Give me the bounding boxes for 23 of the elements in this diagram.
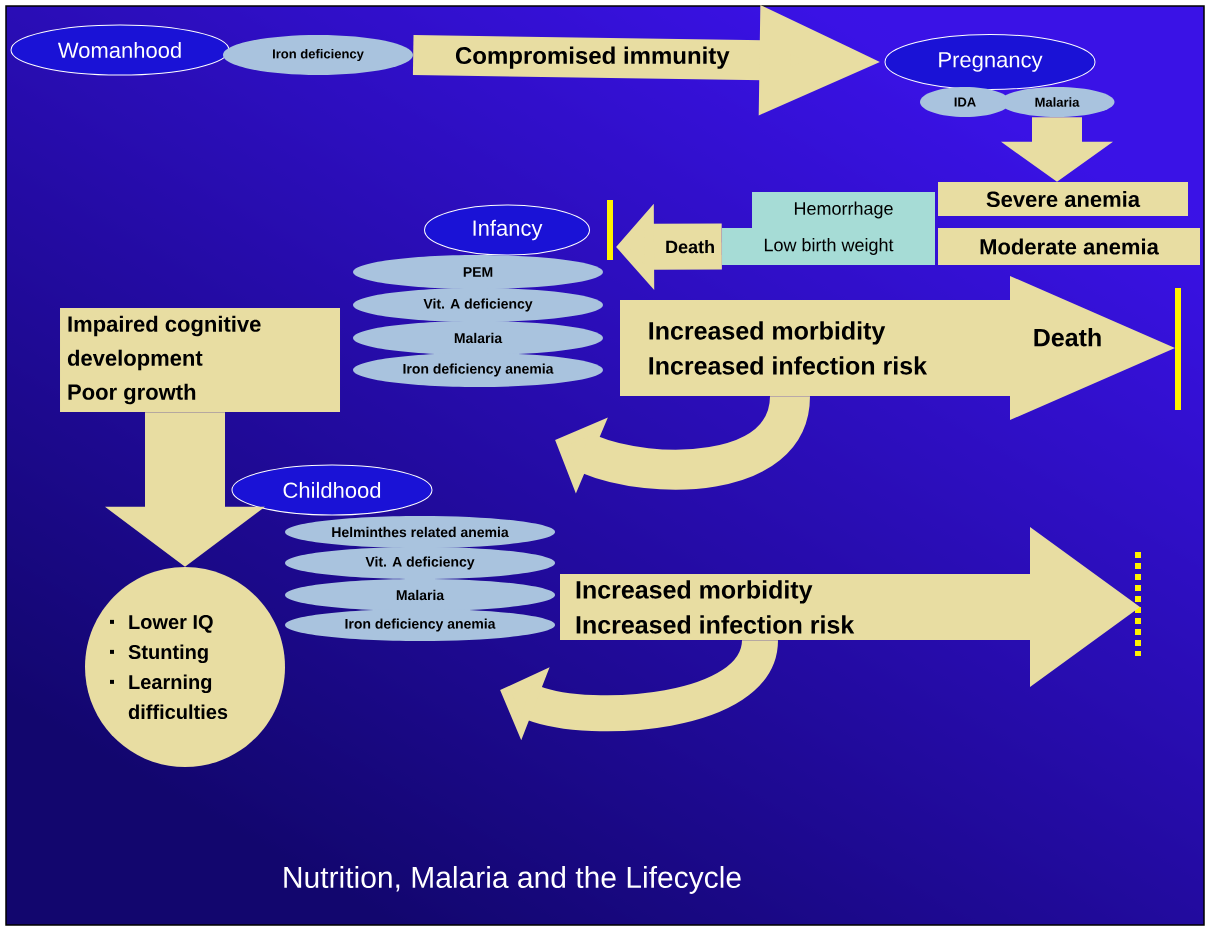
outcome-box: Moderate anemia: [938, 228, 1200, 265]
edge-label: Compromised immunity: [455, 46, 730, 69]
condition-cloud: Iron deficiency: [223, 35, 413, 75]
condition-cloud: PEM: [353, 255, 603, 289]
condition-cloud: Vit. A deficiency: [353, 288, 603, 322]
condition-cloud: Iron deficiency anemia: [353, 353, 603, 387]
outcome-box: Impaired cognitive development Poor growth: [60, 308, 340, 412]
node-label: Hemorrhage: [794, 201, 893, 219]
condition-cloud: Malaria: [353, 321, 603, 355]
outcome-box: Severe anemia: [938, 182, 1188, 216]
condition-cloud: Malaria: [285, 579, 555, 611]
block-arrow-connector: [1001, 117, 1113, 182]
outcome-box: Low birth weight: [722, 228, 935, 265]
condition-cloud: IDA: [920, 87, 1010, 117]
condition-cloud: Malaria: [999, 87, 1115, 117]
condition-cloud: Helminthes related anemia: [285, 516, 555, 548]
condition-cloud: Iron deficiency anemia: [285, 609, 555, 641]
condition-cloud: Vit. A deficiency: [285, 547, 555, 579]
block-arrow-connector: [105, 412, 265, 567]
node-label: Low birth weight: [764, 238, 894, 255]
outcome-box: Hemorrhage: [752, 192, 935, 228]
slide-title: Nutrition, Malaria and the Lifecycle: [284, 866, 741, 894]
edge-label: Death: [666, 240, 714, 254]
